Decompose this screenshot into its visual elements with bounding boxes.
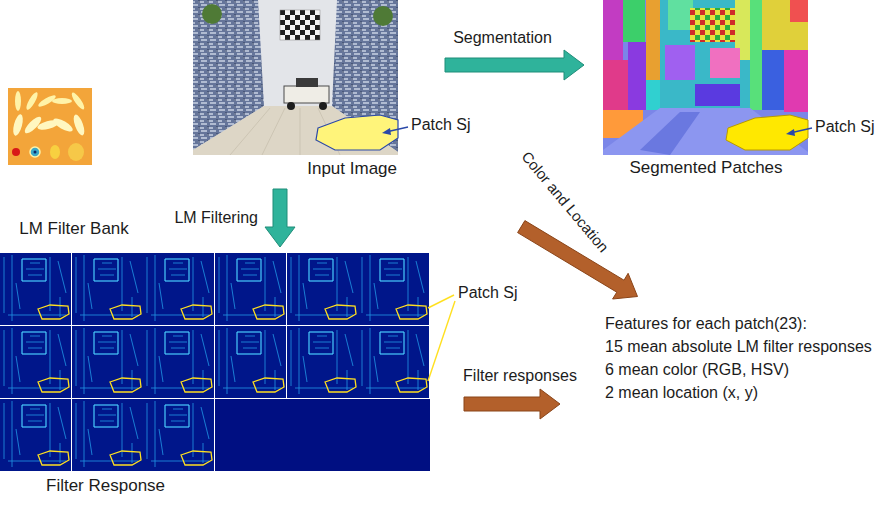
image-caption: LM Filter Bank (19, 218, 129, 240)
filter-response-grid (0, 253, 71, 325)
lm-filter-bank-image (70, 91, 86, 111)
block-arrow (265, 189, 295, 247)
filter-response-grid (0, 399, 71, 471)
filter-response-grid (72, 253, 143, 325)
lm-filter-bank-image (68, 143, 84, 161)
input-photo (202, 4, 222, 24)
lm-filter-bank-image (8, 88, 92, 165)
image-caption: Input Image (307, 158, 397, 180)
lm-filter-bank-image (52, 98, 72, 104)
filter-response-grid (287, 253, 358, 325)
lm-filter-bank-image (71, 113, 86, 136)
filter-response-grid (72, 326, 143, 398)
input-photo (284, 86, 329, 103)
lm-filter-bank-image (30, 147, 40, 157)
segmented-image (640, 112, 700, 155)
segmented-image (603, 0, 808, 155)
filter-response-grid (215, 326, 286, 398)
segmented-image (790, 0, 808, 22)
leader-lines (428, 295, 454, 308)
input-photo (258, 0, 338, 108)
arrow-label: Filter responses (461, 367, 579, 385)
filter-response-grid (143, 399, 214, 471)
leader-lines (428, 301, 455, 381)
callout-label: Patch Sj (411, 116, 471, 134)
lm-filter-bank-image (50, 145, 60, 159)
arrow-label: Segmentation (451, 29, 554, 47)
segmented-image (603, 0, 623, 60)
segmented-image (762, 50, 784, 110)
filter-response-grid (358, 253, 429, 325)
filter-response-grid (0, 253, 430, 471)
image-caption: Filter Response (46, 475, 165, 497)
segmented-image (668, 0, 693, 30)
filter-response-grid (358, 326, 429, 398)
input-photo (319, 102, 327, 110)
input-photo (373, 6, 393, 26)
image-caption: Segmented Patches (629, 157, 782, 179)
filter-response-grid (215, 253, 286, 325)
segmented-image (762, 0, 808, 50)
input-photo (280, 10, 320, 40)
segmented-image (750, 0, 762, 110)
image-figure: Segmented Patches (600, 0, 812, 182)
block-arrow (445, 50, 584, 80)
callout-label: Patch Sj (458, 284, 518, 302)
segmented-image (623, 0, 645, 42)
segmented-image (784, 50, 808, 112)
image-figure: Input Image (190, 0, 405, 184)
segmented-image (603, 0, 808, 155)
lm-filter-bank-image (15, 91, 21, 111)
segmented-image (646, 0, 660, 80)
filter-response-grid (287, 326, 358, 398)
segmented-image (695, 84, 740, 106)
input-photo (287, 102, 295, 110)
input-photo (296, 78, 318, 87)
lm-filter-bank-image (34, 151, 37, 154)
segmented-image (646, 80, 660, 110)
feature-line: 2 mean location (x, y) (605, 381, 878, 404)
feature-list: Features for each patch(23):15 mean abso… (605, 312, 878, 406)
filter-response-grid (143, 253, 214, 325)
segmented-image (628, 42, 646, 110)
segmented-image (603, 108, 808, 155)
filter-response-grid (0, 326, 71, 398)
segmented-image (660, 0, 750, 108)
lm-filter-bank-image (51, 116, 74, 134)
leader-lines (786, 129, 795, 136)
segmented-image (690, 8, 735, 42)
lm-filter-bank-image (11, 113, 24, 136)
feature-line: 6 mean color (RGB, HSV) (605, 358, 878, 381)
segmented-image (603, 60, 628, 110)
image-figure: LM Filter Bank (4, 86, 144, 246)
lm-filter-bank-image (12, 148, 20, 156)
block-arrow (518, 221, 638, 299)
filter-response-grid (215, 399, 430, 471)
lm-filter-bank-image (8, 88, 92, 165)
image-figure: Filter Response (0, 252, 432, 505)
segmented-image (665, 45, 695, 80)
filter-response-grid (72, 399, 143, 471)
callout-label: Patch Sj (815, 118, 875, 136)
input-photo (316, 115, 398, 150)
segmented-image (726, 115, 808, 150)
filter-response-grid (143, 326, 214, 398)
feature-heading: Features for each patch(23): (605, 312, 878, 335)
input-photo (193, 0, 398, 155)
leader-lines (382, 128, 391, 135)
arrow-label: LM Filtering (172, 209, 260, 227)
input-photo (193, 0, 398, 155)
feature-line: 15 mean absolute LM filter responses (605, 335, 878, 358)
block-arrow (464, 389, 560, 419)
lm-filter-bank-image (24, 91, 39, 111)
segmented-image (710, 48, 740, 78)
input-photo (193, 106, 398, 155)
